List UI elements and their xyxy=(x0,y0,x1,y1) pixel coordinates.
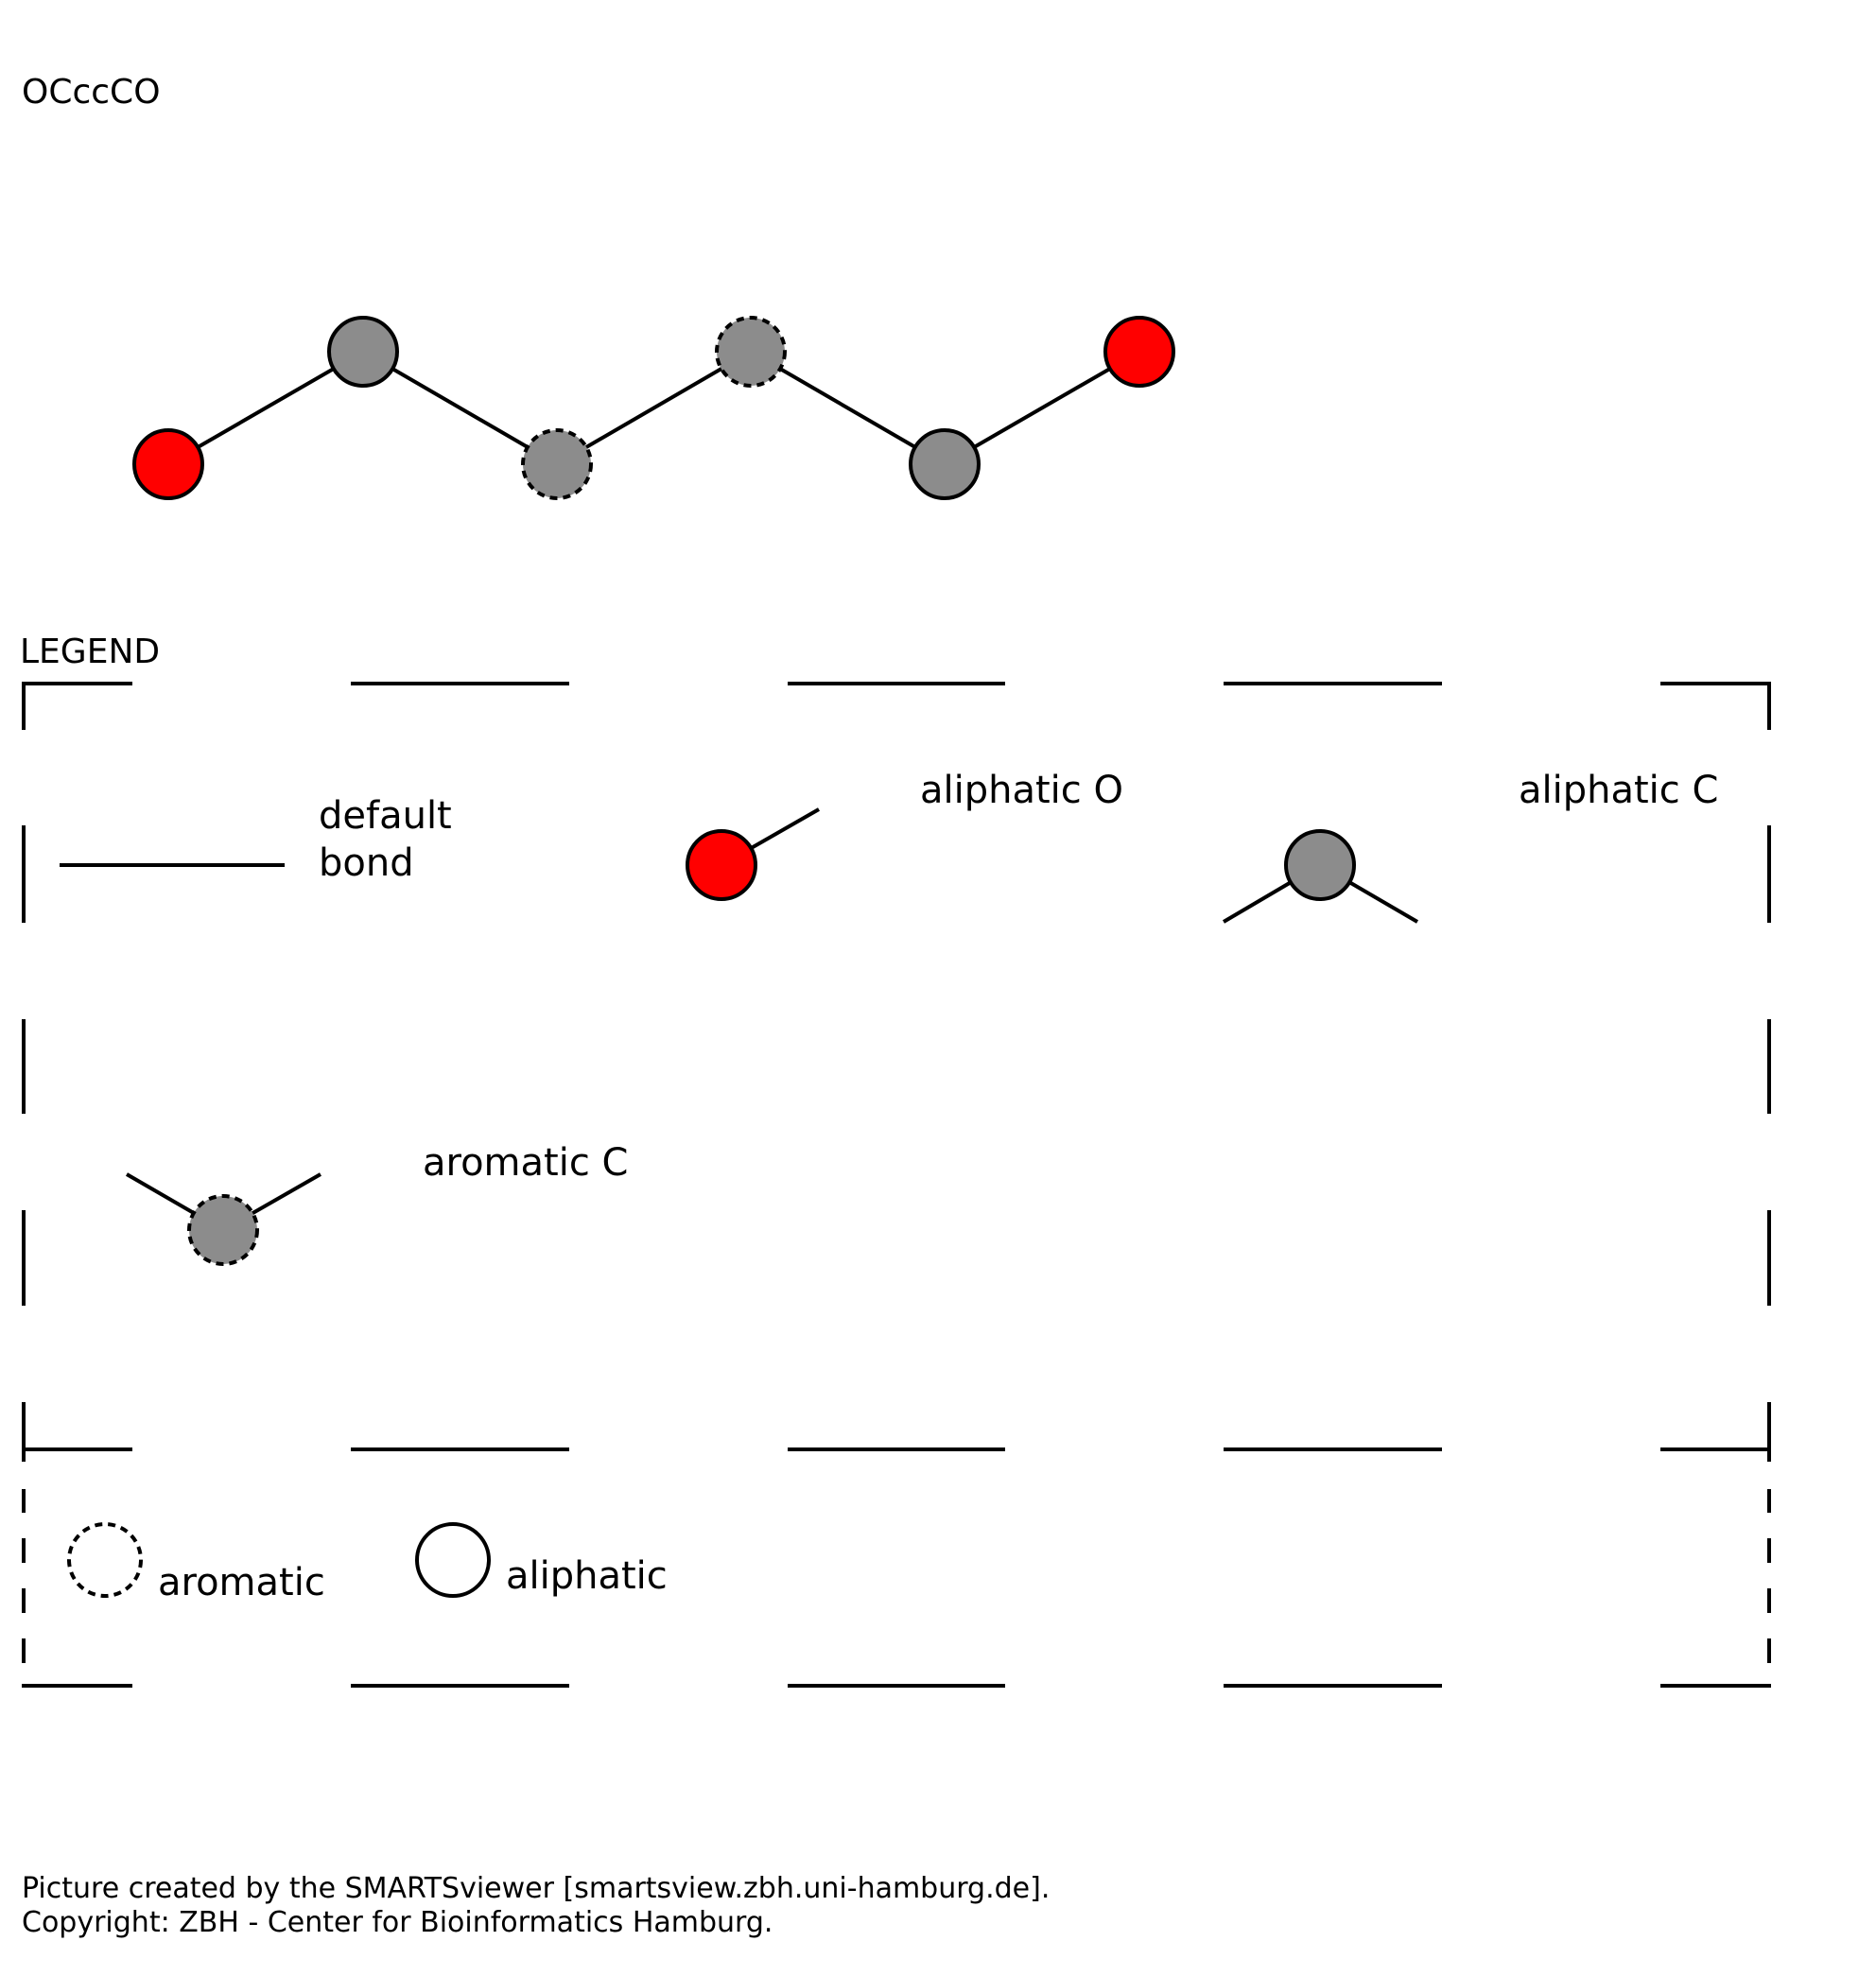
atom-aromatic-c xyxy=(715,316,787,388)
legend-style-aromatic: aromatic xyxy=(67,1522,325,1604)
atom-aliphatic-o xyxy=(1103,316,1175,388)
aromatic-style-circle xyxy=(67,1522,143,1598)
bond-c2-c3 xyxy=(361,350,559,466)
legend-label-aliphatic-c: aliphatic C xyxy=(1519,769,1718,812)
legend-atom-aromatic-c xyxy=(187,1194,259,1266)
legend-label-aromatic-style: aromatic xyxy=(158,1561,325,1604)
bond-c3-c4 xyxy=(555,350,753,466)
bond-c5-o6 xyxy=(943,350,1141,466)
legend-item-aliphatic-c: aliphatic C xyxy=(1222,769,1718,924)
legend-label-aromatic-c: aromatic C xyxy=(423,1141,628,1185)
legend-style-aliphatic: aliphatic xyxy=(415,1522,668,1598)
atom-aliphatic-c xyxy=(909,428,981,500)
legend-label-default-bond-line2: bond xyxy=(319,841,414,885)
bond-o1-c2 xyxy=(166,350,365,466)
legend-atom-aliphatic-o xyxy=(686,829,757,901)
legend-label-aliphatic-o: aliphatic O xyxy=(920,769,1123,812)
legend-item-default-bond: default bond xyxy=(60,794,452,885)
legend-items-frame xyxy=(22,682,1771,1451)
aliphatic-style-circle xyxy=(415,1522,491,1598)
smarts-string-label: OCccCO xyxy=(22,73,161,112)
legend-atom-aliphatic-c xyxy=(1284,829,1356,901)
legend-label-default-bond-line1: default xyxy=(319,794,452,838)
footer-copyright: Copyright: ZBH - Center for Bioinformati… xyxy=(22,1906,773,1939)
bond-c4-c5 xyxy=(749,350,947,466)
molecule-depiction xyxy=(132,316,1175,500)
atom-aliphatic-c xyxy=(327,316,399,388)
legend-item-aliphatic-o: aliphatic O xyxy=(686,769,1123,901)
atom-aromatic-c xyxy=(521,428,593,500)
atom-aliphatic-o xyxy=(132,428,204,500)
legend-label-aliphatic-style: aliphatic xyxy=(506,1554,668,1598)
legend-title: LEGEND xyxy=(20,633,160,671)
footer-credit: Picture created by the SMARTSviewer [sma… xyxy=(22,1872,1050,1905)
legend-styles-frame xyxy=(22,1450,1771,1688)
legend-item-aromatic-c: aromatic C xyxy=(125,1141,628,1266)
